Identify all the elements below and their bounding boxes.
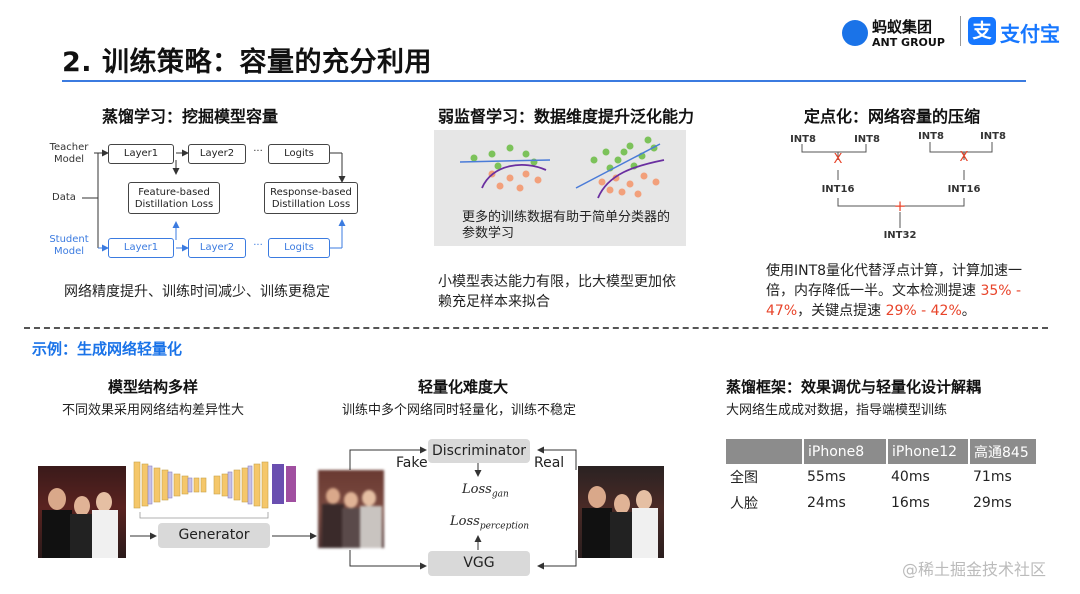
table-cell: 55ms: [807, 469, 846, 485]
teacher-ellipsis: ···: [253, 146, 263, 157]
ant-logo-cn: 蚂蚁集团: [872, 18, 933, 36]
weak-panel: 更多的训练数据有助于简单分类器的参数学习: [434, 130, 686, 246]
loss-perception-base: Loss: [450, 514, 480, 529]
quant-int8-a: INT8: [790, 134, 816, 145]
large-data-plot: [575, 136, 665, 199]
quant-caption: 使用INT8量化代替浮点计算，计算加速一倍，内存降低一半。文本检测提速 35% …: [766, 261, 1024, 321]
table-header-cell: 高通845: [969, 439, 1038, 464]
quant-int16-right: INT16: [947, 184, 981, 195]
distill-caption: 网络精度提升、训练时间减少、训练更稳定: [64, 284, 330, 300]
table-cell: 24ms: [807, 495, 846, 511]
quant-heading: 定点化：网络容量的压缩: [804, 107, 981, 126]
student-label-line1: Student: [49, 234, 89, 245]
quant-int32: INT32: [883, 230, 917, 241]
loss-gan-sub: gan: [491, 489, 509, 500]
quant-int8-d: INT8: [980, 131, 1006, 142]
teacher-layer2: Layer2: [188, 144, 246, 164]
col1-subtitle: 不同效果采用网络结构差异性大: [62, 403, 245, 418]
real-label: Real: [534, 455, 565, 471]
teacher-label-line1: Teacher: [49, 142, 89, 153]
table-cell: 16ms: [891, 495, 930, 511]
watermark: @稀土掘金技术社区: [902, 560, 1047, 579]
example-label: 示例：生成网络轻量化: [32, 340, 183, 358]
alipay-logo-text: 支付宝: [1000, 22, 1060, 46]
loss-perception-sub: perception: [479, 521, 530, 532]
scatter-illustration: [459, 136, 665, 199]
feature-loss-box: Feature-based Distillation Loss: [128, 182, 220, 214]
student-layer1: Layer1: [108, 238, 174, 258]
ant-logo-icon: [842, 20, 868, 46]
generated-photo: [318, 470, 384, 548]
quant-int16-left: INT16: [821, 184, 855, 195]
quant-mul-right: X: [959, 150, 969, 165]
teacher-label: Teacher Model: [46, 142, 92, 166]
col2-heading: 轻量化难度大: [418, 378, 509, 396]
student-ellipsis: ···: [253, 240, 263, 251]
weak-caption: 小模型表达能力有限，比大模型更加依赖充足样本来拟合: [438, 274, 676, 310]
feature-loss-line1: Feature-based: [138, 187, 210, 198]
distill-heading: 蒸馏学习：挖掘模型容量: [102, 107, 279, 126]
col3-subtitle: 大网络生成成对数据，指导端模型训练: [726, 403, 948, 418]
teacher-label-line2: Model: [53, 154, 85, 165]
small-data-plot: [459, 144, 551, 192]
table-cell: 全图: [730, 470, 758, 486]
title-divider: [62, 80, 1026, 82]
student-label-line2: Model: [53, 246, 85, 257]
alipay-logo-icon: 支: [968, 17, 996, 45]
input-photo: [38, 466, 126, 558]
teacher-layer1: Layer1: [108, 144, 174, 164]
quant-keypoint-speedup: 29% - 42%: [885, 303, 962, 319]
section-divider: [24, 327, 1048, 329]
network-architecture-illustration: [133, 461, 296, 519]
table-header-row: iPhone8 iPhone12 高通845: [726, 439, 1038, 464]
student-logits: Logits: [268, 238, 330, 258]
quant-caption-part2: 文本检测提速: [892, 283, 981, 299]
weak-panel-text: 更多的训练数据有助于简单分类器的参数学习: [462, 210, 671, 241]
output-photo: [578, 466, 664, 558]
col1-heading: 模型结构多样: [108, 378, 199, 396]
table-header-cell: iPhone12: [887, 439, 970, 464]
student-layer2: Layer2: [188, 238, 246, 258]
page-title: 2. 训练策略：容量的充分利用: [62, 47, 432, 78]
quant-diagram-lines: [801, 142, 993, 228]
teacher-logits: Logits: [268, 144, 330, 164]
performance-table: iPhone8 iPhone12 高通845 全图 55ms 40ms 71ms…: [726, 439, 1038, 516]
weak-heading: 弱监督学习：数据维度提升泛化能力: [438, 107, 695, 126]
student-label: Student Model: [46, 234, 92, 258]
quant-caption-part1: 使用INT8量化代替浮点计算，计算加速一倍，内存降低一半。: [766, 263, 1023, 299]
data-label: Data: [52, 192, 76, 203]
quant-caption-part4: 。: [961, 303, 976, 319]
table-cell: 29ms: [973, 495, 1012, 511]
col2-subtitle: 训练中多个网络同时轻量化，训练不稳定: [342, 403, 577, 418]
quant-int8-b: INT8: [854, 134, 880, 145]
table-row: 人脸 24ms 16ms 29ms: [726, 490, 1037, 516]
ant-logo-en: ANT GROUP: [872, 36, 945, 49]
logo-separator: [960, 16, 961, 46]
quant-text-speedup: 35% - 47%: [766, 283, 1022, 319]
response-loss-line1: Response-based: [270, 187, 352, 198]
distill-connectors: [82, 149, 346, 252]
table-cell: 人脸: [730, 496, 758, 512]
table-row: 全图 55ms 40ms 71ms: [726, 464, 1037, 490]
table-header-cell: iPhone8: [803, 439, 888, 464]
gan-flow-arrows: [130, 446, 577, 570]
loss-perception: Lossperception: [450, 514, 529, 532]
table-cell: 40ms: [891, 469, 930, 485]
loss-gan-base: Loss: [462, 482, 492, 497]
quant-int8-c: INT8: [918, 131, 944, 142]
fake-label: Fake: [396, 455, 428, 471]
feature-loss-line2: Distillation Loss: [134, 199, 214, 210]
response-loss-line2: Distillation Loss: [271, 199, 351, 210]
generator-box: Generator: [158, 523, 270, 548]
quant-caption-part3: ，关键点提速: [797, 303, 886, 319]
col3-heading: 蒸馏框架：效果调优与轻量化设计解耦: [726, 378, 982, 396]
discriminator-box: Discriminator: [428, 439, 530, 463]
loss-gan: Lossgan: [462, 482, 509, 500]
quant-plus: +: [893, 197, 907, 215]
vgg-box: VGG: [428, 551, 530, 576]
quant-mul-left: X: [833, 152, 843, 167]
table-cell: 71ms: [973, 469, 1012, 485]
response-loss-box: Response-based Distillation Loss: [264, 182, 358, 214]
table-header-cell: [726, 439, 804, 464]
